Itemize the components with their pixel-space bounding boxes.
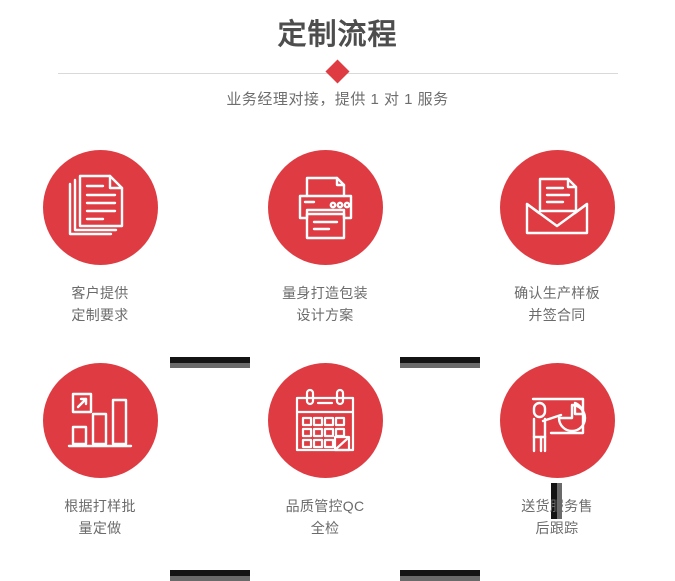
step-label: 品质管控QC 全检 — [285, 498, 365, 536]
connector-light-segment — [400, 363, 480, 368]
step-label: 客户提供 定制要求 — [71, 285, 129, 323]
presenter-pie-chart-icon — [531, 397, 587, 452]
step-label: 根据打样批 量定做 — [64, 498, 136, 536]
page-subtitle: 业务经理对接，提供 1 对 1 服务 — [226, 91, 449, 108]
step-item-2[interactable]: 量身打造包装 设计方案 — [245, 150, 405, 326]
connector-dark-segment — [170, 357, 250, 363]
connector-light-segment — [557, 483, 562, 519]
connector-light-segment — [170, 576, 250, 581]
step-icon-circle — [499, 363, 615, 478]
envelope-letter-icon — [525, 177, 589, 234]
step-icon-circle — [267, 363, 383, 478]
calendar-check-icon — [295, 388, 355, 451]
step-label: 量身打造包装 设计方案 — [282, 285, 368, 323]
page-title: 定制流程 — [277, 19, 398, 51]
printer-icon — [298, 176, 353, 239]
step-label: 确认生产样板 并签合同 — [514, 285, 600, 323]
step-icon-circle — [42, 150, 158, 265]
connector-light-segment — [170, 363, 250, 368]
connector-horizontal-2 — [400, 357, 480, 368]
step-item-6[interactable]: 送货服务售 后跟踪 — [477, 363, 637, 539]
connector-light-segment — [400, 576, 480, 581]
connector-vertical-1 — [551, 483, 562, 519]
page-header: 定制流程 业务经理对接，提供 1 对 1 服务 — [0, 0, 675, 130]
step-label: 送货服务售 后跟踪 — [521, 498, 593, 536]
red-diamond-icon — [325, 59, 350, 84]
step-icon-circle — [267, 150, 383, 265]
connector-horizontal-1 — [170, 357, 250, 368]
connector-horizontal-4 — [400, 570, 480, 581]
step-item-1[interactable]: 客户提供 定制要求 — [20, 150, 180, 326]
connector-dark-segment — [551, 483, 557, 519]
connector-horizontal-3 — [170, 570, 250, 581]
connector-dark-segment — [400, 357, 480, 363]
step-item-5[interactable]: 品质管控QC 全检 — [245, 363, 405, 539]
documents-stack-icon — [68, 174, 124, 235]
title-divider — [0, 59, 675, 88]
step-item-4[interactable]: 根据打样批 量定做 — [20, 363, 180, 539]
step-item-3[interactable]: 确认生产样板 并签合同 — [477, 150, 637, 326]
step-icon-circle — [499, 150, 615, 265]
process-steps: 客户提供 定制要求 量身打造包装 设计方案 — [0, 150, 675, 581]
bar-chart-growth-icon — [67, 392, 133, 447]
step-icon-circle — [42, 363, 158, 478]
